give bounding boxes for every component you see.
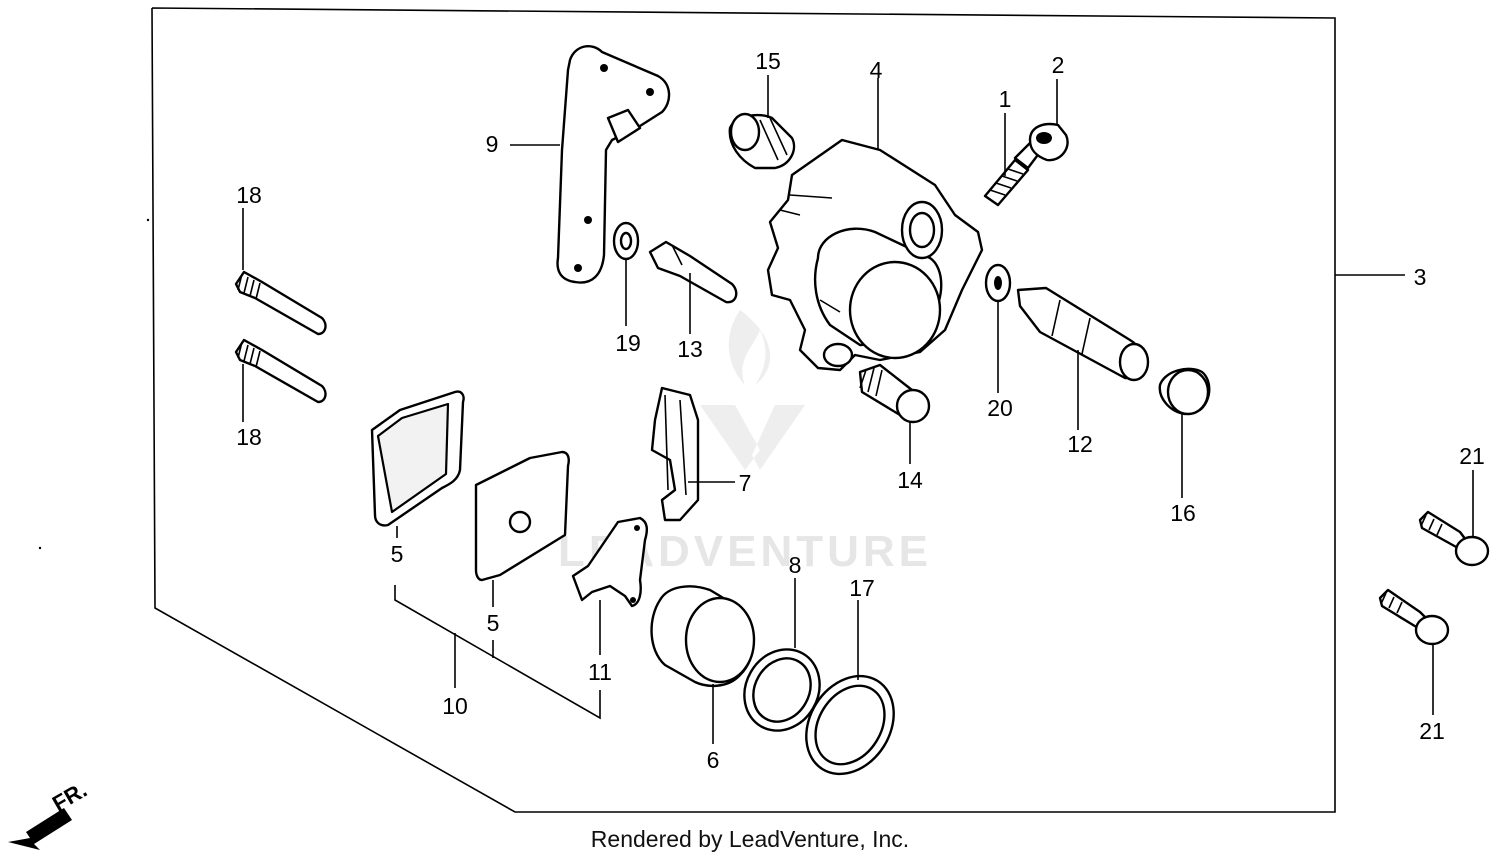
callout-2: 2: [1052, 52, 1065, 78]
arrow-down-left-icon: [8, 808, 72, 850]
watermark-logo: [700, 310, 805, 470]
part-15-boot: [728, 112, 796, 170]
callout-6: 6: [707, 747, 720, 773]
part-18-pin-lower: [234, 338, 327, 404]
part-21-bolt-upper: [1418, 510, 1490, 567]
part-1-bleeder-screw: [983, 141, 1042, 207]
footer-credit: Rendered by LeadVenture, Inc.: [590, 826, 910, 852]
part-17-dust-seal: [805, 674, 895, 776]
part-2-bleeder-cap: [1028, 122, 1069, 162]
part-5-pad-left: [370, 390, 465, 527]
part-21-bolt-lower: [1378, 588, 1450, 646]
part-4-caliper-body: [766, 138, 984, 372]
part-7-pad-spring: [650, 386, 700, 522]
callout-10: 10: [442, 693, 468, 719]
callout-4: 4: [870, 57, 883, 83]
part-13-pin-bolt: [648, 240, 738, 304]
callout-21-upper: 21: [1459, 443, 1485, 469]
callout-14: 14: [897, 467, 923, 493]
callout-18-upper: 18: [236, 182, 262, 208]
callout-19: 19: [615, 330, 641, 356]
part-19-washer: [612, 221, 640, 261]
callout-5-left: 5: [391, 541, 404, 567]
callout-8: 8: [789, 552, 802, 578]
part-9-caliper-bracket: [556, 44, 671, 284]
assembly-boundary: [151, 7, 1336, 813]
callout-7: 7: [739, 470, 752, 496]
part-8-piston-seal: [743, 648, 821, 732]
part-14-bolt: [858, 363, 931, 424]
direction-label: FR.: [48, 777, 91, 816]
callout-21-lower: 21: [1419, 718, 1445, 744]
leader-10: [394, 585, 601, 720]
callout-9: 9: [486, 131, 499, 157]
callout-1: 1: [999, 86, 1012, 112]
part-12-slide-pin: [1016, 286, 1150, 382]
callout-13: 13: [677, 336, 703, 362]
part-5-shim-right: [474, 450, 570, 582]
callout-5-right: 5: [487, 610, 500, 636]
part-20-washer: [984, 263, 1012, 303]
callout-18-lower: 18: [236, 424, 262, 450]
callout-12: 12: [1067, 431, 1093, 457]
part-6-piston: [650, 585, 756, 688]
callout-3: 3: [1414, 264, 1427, 290]
callout-11: 11: [588, 659, 612, 685]
part-18-pin-upper: [234, 270, 327, 336]
callout-15: 15: [755, 48, 781, 74]
callout-17: 17: [849, 575, 875, 601]
callout-20: 20: [987, 395, 1013, 421]
part-16-cap: [1158, 367, 1211, 416]
part-11-pad-retainer: [571, 516, 649, 608]
callout-16: 16: [1170, 500, 1196, 526]
